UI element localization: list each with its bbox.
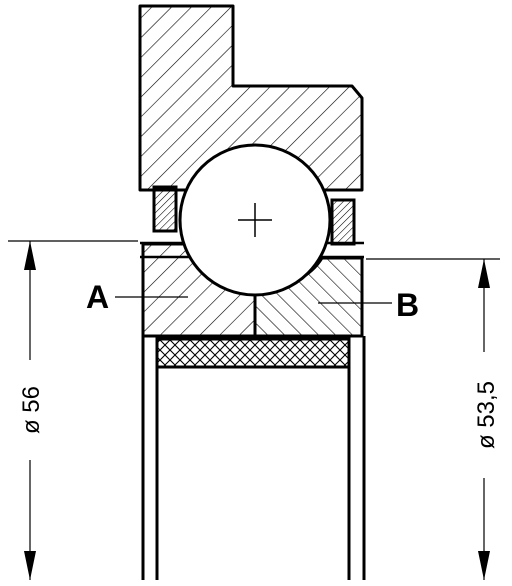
dim-left-arrow-bottom	[24, 551, 36, 580]
dim-right-arrow-top	[478, 259, 490, 288]
seal-strip	[155, 337, 351, 369]
dim-right-arrow-bottom	[478, 551, 490, 580]
label-b: B	[396, 287, 419, 323]
label-a: A	[86, 279, 109, 315]
dim-left-text: ø 56	[18, 386, 45, 434]
dim-right-text: ø 53,5	[473, 381, 500, 449]
dim-left-arrow-top	[24, 241, 36, 270]
cage-left	[152, 185, 178, 233]
cage-right	[330, 198, 356, 246]
